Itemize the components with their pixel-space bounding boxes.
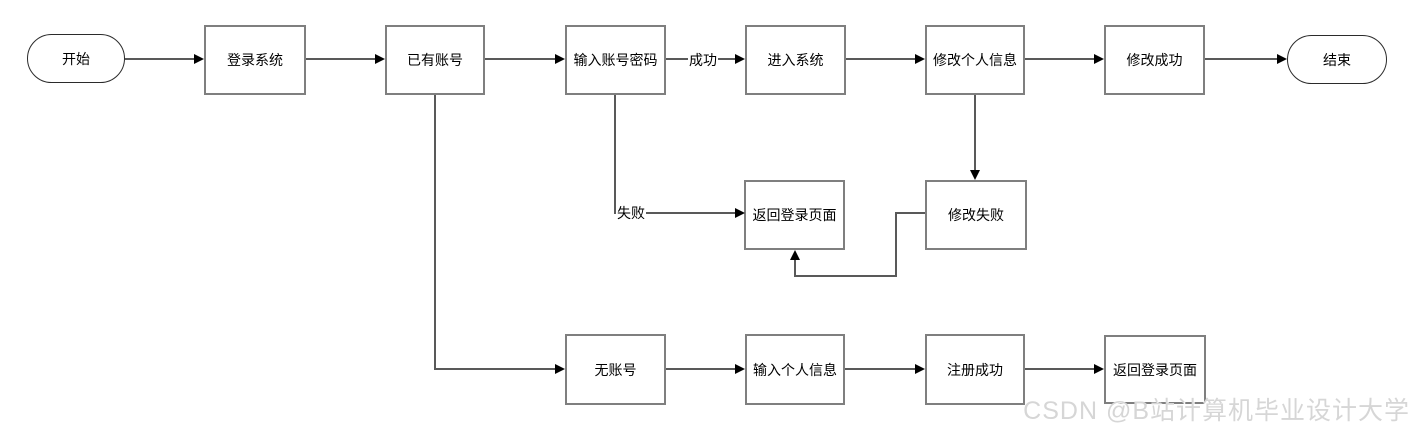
- edge-label-success: 成功: [688, 52, 718, 68]
- edge-credentials-fail-vertical: [614, 95, 616, 213]
- edge-editfail-return-h2: [794, 275, 897, 277]
- arrowhead-icon: [1094, 54, 1104, 64]
- node-login-system: 登录系统: [204, 25, 306, 95]
- arrowhead-icon: [555, 54, 565, 64]
- node-label: 进入系统: [767, 52, 824, 68]
- edge-editfail-return-v2: [794, 258, 796, 277]
- node-register-success: 注册成功: [925, 334, 1025, 405]
- node-label: 输入账号密码: [573, 52, 658, 68]
- arrowhead-icon: [915, 54, 925, 64]
- arrowhead-icon: [1277, 54, 1287, 64]
- node-no-account: 无账号: [565, 334, 666, 405]
- edge-editfail-return-v1: [895, 212, 897, 277]
- node-label: 结束: [1323, 51, 1351, 68]
- arrowhead-icon: [735, 364, 745, 374]
- node-enter-personal-info: 输入个人信息: [745, 334, 845, 405]
- edge-credentials-fail-horizontal: [614, 212, 736, 214]
- edge-hasaccount-noaccount-vertical: [434, 95, 436, 369]
- edge-hasaccount-noaccount-horizontal: [434, 368, 556, 370]
- watermark: CSDN @B站计算机毕业设计大学: [1023, 397, 1410, 425]
- arrowhead-icon: [375, 54, 385, 64]
- node-return-login-mid: 返回登录页面: [744, 180, 845, 250]
- node-label: 输入个人信息: [753, 361, 837, 378]
- node-label: 注册成功: [947, 361, 1003, 378]
- node-end: 结束: [1287, 35, 1387, 84]
- edge-editfail-return-h1: [895, 212, 925, 214]
- arrowhead-icon: [915, 364, 925, 374]
- node-label: 修改成功: [1126, 52, 1183, 68]
- node-label: 已有账号: [407, 52, 463, 68]
- edge-editprofile-editfail: [974, 95, 976, 171]
- edge-register-returnlogin: [1025, 368, 1095, 370]
- arrowhead-icon: [735, 208, 745, 218]
- node-enter-system: 进入系统: [745, 25, 846, 95]
- edge-label-fail: 失败: [616, 205, 646, 221]
- arrowhead-icon: [194, 54, 204, 64]
- node-edit-profile: 修改个人信息: [925, 25, 1025, 95]
- edge-entersystem-editprofile: [846, 58, 916, 60]
- node-label: 修改个人信息: [933, 52, 1017, 68]
- node-start: 开始: [27, 34, 125, 83]
- edge-noaccount-personalinfo: [666, 368, 736, 370]
- node-edit-fail: 修改失败: [925, 180, 1027, 250]
- node-label: 返回登录页面: [752, 207, 837, 223]
- edge-editprofile-editsuccess: [1025, 58, 1095, 60]
- node-edit-success: 修改成功: [1104, 25, 1205, 95]
- edge-hasaccount-credentials: [485, 58, 556, 60]
- node-label: 返回登录页面: [1113, 361, 1197, 378]
- arrowhead-icon: [1094, 364, 1104, 374]
- node-enter-credentials: 输入账号密码: [565, 25, 666, 95]
- arrowhead-icon: [555, 364, 565, 374]
- node-return-login-bottom: 返回登录页面: [1104, 335, 1206, 404]
- arrowhead-icon: [790, 250, 800, 260]
- edge-editsuccess-end: [1205, 58, 1278, 60]
- edge-login-hasaccount: [306, 58, 376, 60]
- node-label: 修改失败: [948, 207, 1004, 223]
- edge-personalinfo-register: [845, 368, 916, 370]
- arrowhead-icon: [970, 170, 980, 180]
- node-has-account: 已有账号: [385, 25, 485, 95]
- node-label: 登录系统: [227, 52, 283, 68]
- node-label: 无账号: [594, 361, 637, 378]
- arrowhead-icon: [735, 54, 745, 64]
- edge-start-login: [125, 58, 195, 60]
- node-label: 开始: [62, 50, 90, 67]
